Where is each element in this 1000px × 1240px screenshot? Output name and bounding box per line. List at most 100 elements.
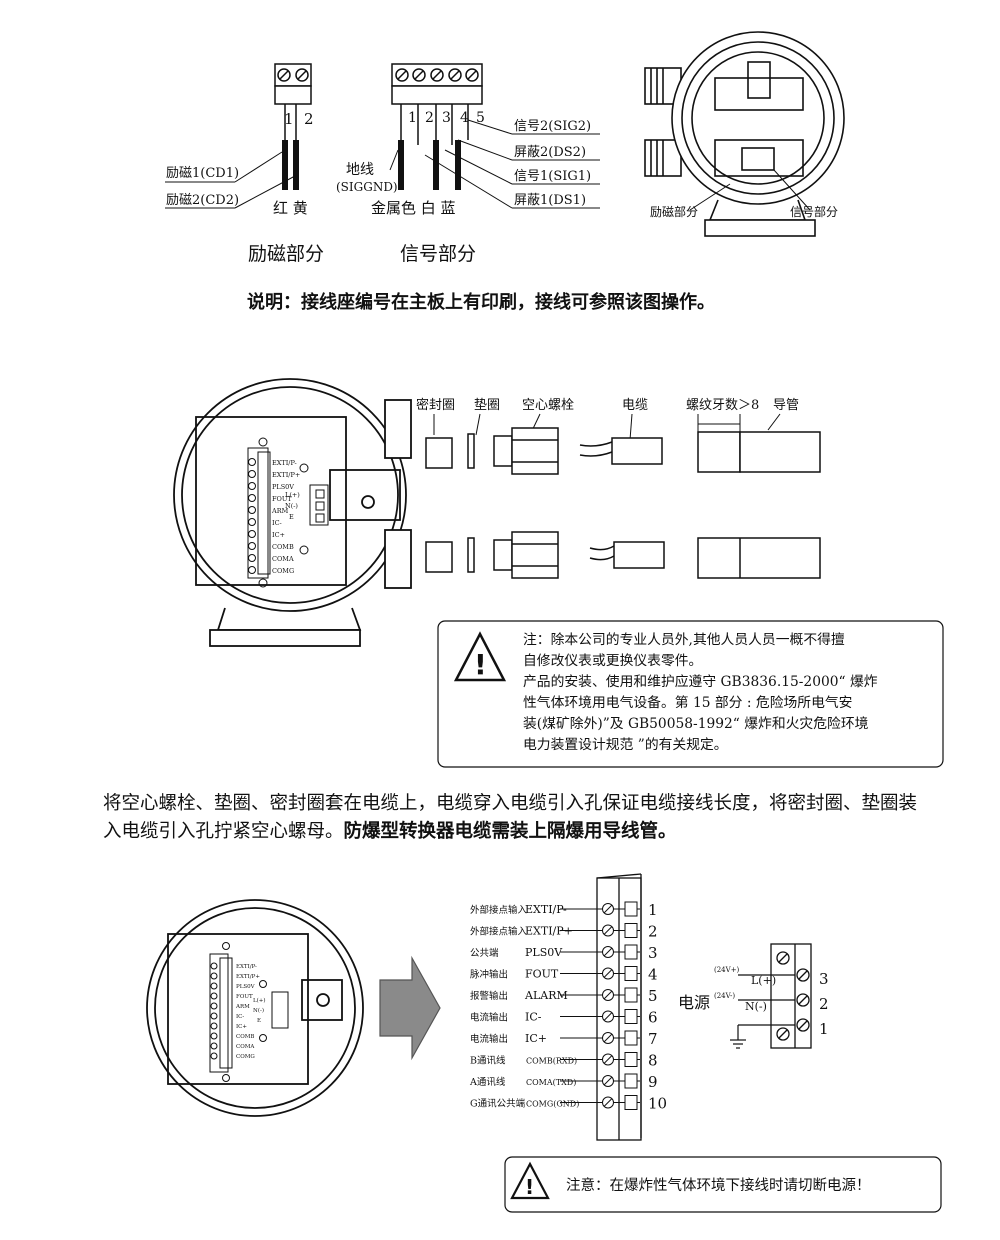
terminal-strip-large — [247, 447, 271, 579]
excitation-wire-1-label: 励磁1(CD1) — [166, 166, 239, 181]
terminal-screw-slot — [603, 904, 613, 914]
warning-line-4: 性气体环境用电气设备。第 15 部分 : 危险场所电气安 — [523, 694, 852, 711]
ground-code: (SIGGND) — [336, 180, 398, 194]
terminal-code-label: FOUT — [525, 968, 559, 981]
terminal-number: 7 — [648, 1030, 658, 1048]
housing-signal-label: 信号部分 — [790, 204, 838, 219]
warning-triangle-icon — [453, 631, 507, 682]
terminal-number: 4 — [648, 966, 658, 984]
housing-mini — [146, 899, 364, 1117]
terminal-screw-slot — [603, 1033, 613, 1043]
sig1-label: 信号1(SIG1) — [514, 169, 591, 184]
terminal-label: ARM — [271, 507, 289, 515]
warning-line-6: 电力装置设计规范 ”的有关规定。 — [523, 736, 728, 753]
bolt-label: 空心螺栓 — [522, 398, 574, 413]
caution-text: 注意：在爆炸性气体环境下接线时请切断电源！ — [566, 1176, 871, 1194]
conduit-label: 导管 — [773, 398, 799, 413]
terminal-number: 8 — [648, 1052, 658, 1070]
power-title: 电源 — [678, 993, 710, 1012]
terminal-strip-mini — [209, 942, 289, 1082]
sig-pin-2: 2 — [425, 110, 434, 126]
mini-label: COMG — [236, 1054, 255, 1060]
mini-label: EXTI/P- — [236, 964, 257, 970]
terminal-socket — [624, 923, 638, 938]
terminal-label: FOUT — [272, 495, 292, 503]
terminal-number: 2 — [648, 923, 658, 941]
terminal-cn-label: A通讯线 — [469, 1076, 506, 1088]
mini-label: COMB — [236, 1034, 254, 1040]
terminal-label: COMA — [272, 555, 294, 563]
ground-label: 地线 — [346, 162, 374, 178]
terminal-label: IC- — [272, 519, 282, 527]
excitation-connector — [274, 63, 312, 140]
signal-caption: 信号部分 — [400, 243, 476, 265]
mini-power-label: N(-) — [253, 1007, 264, 1014]
excitation-caption: 励磁部分 — [248, 243, 324, 265]
signal-wire-colors: 金属色 白 蓝 — [371, 199, 456, 217]
cable-gland-diagram: EXTI/P- EXTI/P+ PLS0V FOUT ARM IC- IC+ C… — [173, 378, 944, 768]
sig2-label: 信号2(SIG2) — [514, 119, 591, 134]
power-terminal — [770, 943, 812, 1049]
seal-label: 密封圈 — [416, 397, 455, 413]
terminal-cn-label: 电流输出 — [470, 1033, 508, 1045]
terminal-code-label: ALARM — [524, 989, 568, 1002]
right-arrow-icon — [379, 955, 441, 1061]
warning-box: ! — [437, 620, 944, 768]
ds2-label: 屏蔽2(DS2) — [514, 145, 586, 160]
installation-instruction: 将空心螺栓、垫圈、密封圈套在电缆上，电缆穿入电缆引入孔保证电缆接线长度，将密封圈… — [103, 790, 923, 846]
terminal-cn-label: 脉冲输出 — [470, 969, 508, 981]
caution-box: ! — [504, 1156, 942, 1213]
gland-parts-row-1 — [425, 427, 821, 475]
sig-pin-3: 3 — [442, 110, 451, 126]
terminal-cn-label: 电流输出 — [470, 1012, 508, 1024]
terminal-cn-label: G通讯公共端 — [470, 1098, 526, 1110]
mini-label: EXTI/P+ — [236, 974, 260, 980]
power-num-3: 3 — [819, 970, 829, 988]
exc-pin-2: 2 — [304, 110, 314, 128]
mini-label: FOUT — [236, 994, 253, 1000]
instruction-normal: 将空心螺栓、垫圈、密封圈套在电缆上，电缆穿入电缆引入孔保证电缆接线长度，将密封圈… — [103, 793, 918, 842]
terminal-number: 9 — [648, 1073, 658, 1091]
mini-power-label: E — [257, 1018, 261, 1024]
excitation-wire-colors: 红 黄 — [273, 199, 308, 217]
terminal-cn-label: 外部接点输入 — [470, 926, 528, 938]
terminal-socket — [624, 1009, 638, 1024]
v24n-label: (24V-) — [714, 992, 735, 1000]
terminal-socket — [624, 901, 638, 917]
terminal-code-label: COMB(RXD) — [526, 1057, 577, 1066]
terminal-screw-slot — [603, 1055, 613, 1064]
mini-power-label: L(+) — [253, 997, 266, 1004]
gland-parts-row-2 — [425, 531, 821, 579]
terminal-cn-label: 公共端 — [470, 947, 499, 959]
warning-line-2: 自修改仪表或更换仪表零件。 — [523, 652, 702, 669]
terminal-wiring-diagram: EXTI/P- EXTI/P+ PLS0V FOUT ARM IC- IC+ C… — [146, 873, 942, 1213]
terminal-code-label: EXTI/P+ — [525, 925, 573, 938]
terminal-code-label: IC- — [525, 1011, 542, 1024]
terminal-code-label: COMA(TXD) — [526, 1078, 576, 1087]
terminal-socket — [624, 1052, 638, 1067]
terminal-cn-label: B通讯线 — [470, 1055, 506, 1067]
caution-triangle-icon — [510, 1161, 550, 1200]
terminal-code-label: PLS0V — [525, 946, 563, 959]
terminal-label: IC+ — [272, 531, 285, 539]
terminal-label: PLS0V — [272, 483, 294, 491]
terminal-screw-slot — [603, 1012, 613, 1021]
terminal-cn-label: 外部接点输入 — [470, 904, 528, 916]
wiring-diagram-top: 1 2 励磁1(CD1) 励磁2(CD2) 红 黄 励磁部分 1 2 3 4 5… — [165, 31, 845, 265]
signal-connector — [391, 63, 483, 145]
thread-label: 螺纹牙数＞8 — [686, 398, 759, 413]
signal-wires — [398, 140, 461, 190]
warning-text: 注：除本公司的专业人员外,其他人员人员一概不得擅 自修改仪表或更换仪表零件。 产… — [523, 631, 878, 753]
gasket-label: 垫圈 — [474, 397, 500, 413]
sig-pin-1: 1 — [408, 110, 417, 126]
power-label: E — [289, 513, 294, 521]
terminal-number: 1 — [648, 901, 658, 919]
terminal-number: 3 — [648, 944, 658, 962]
exc-pin-1: 1 — [284, 110, 294, 128]
terminal-labels-mini: EXTI/P- EXTI/P+ PLS0V FOUT ARM IC- IC+ C… — [235, 964, 266, 1060]
terminal-label: EXTI/P- — [272, 459, 297, 467]
mini-label: COMA — [236, 1044, 255, 1050]
terminal-socket — [624, 944, 638, 960]
L-label: L(+) — [751, 974, 776, 987]
